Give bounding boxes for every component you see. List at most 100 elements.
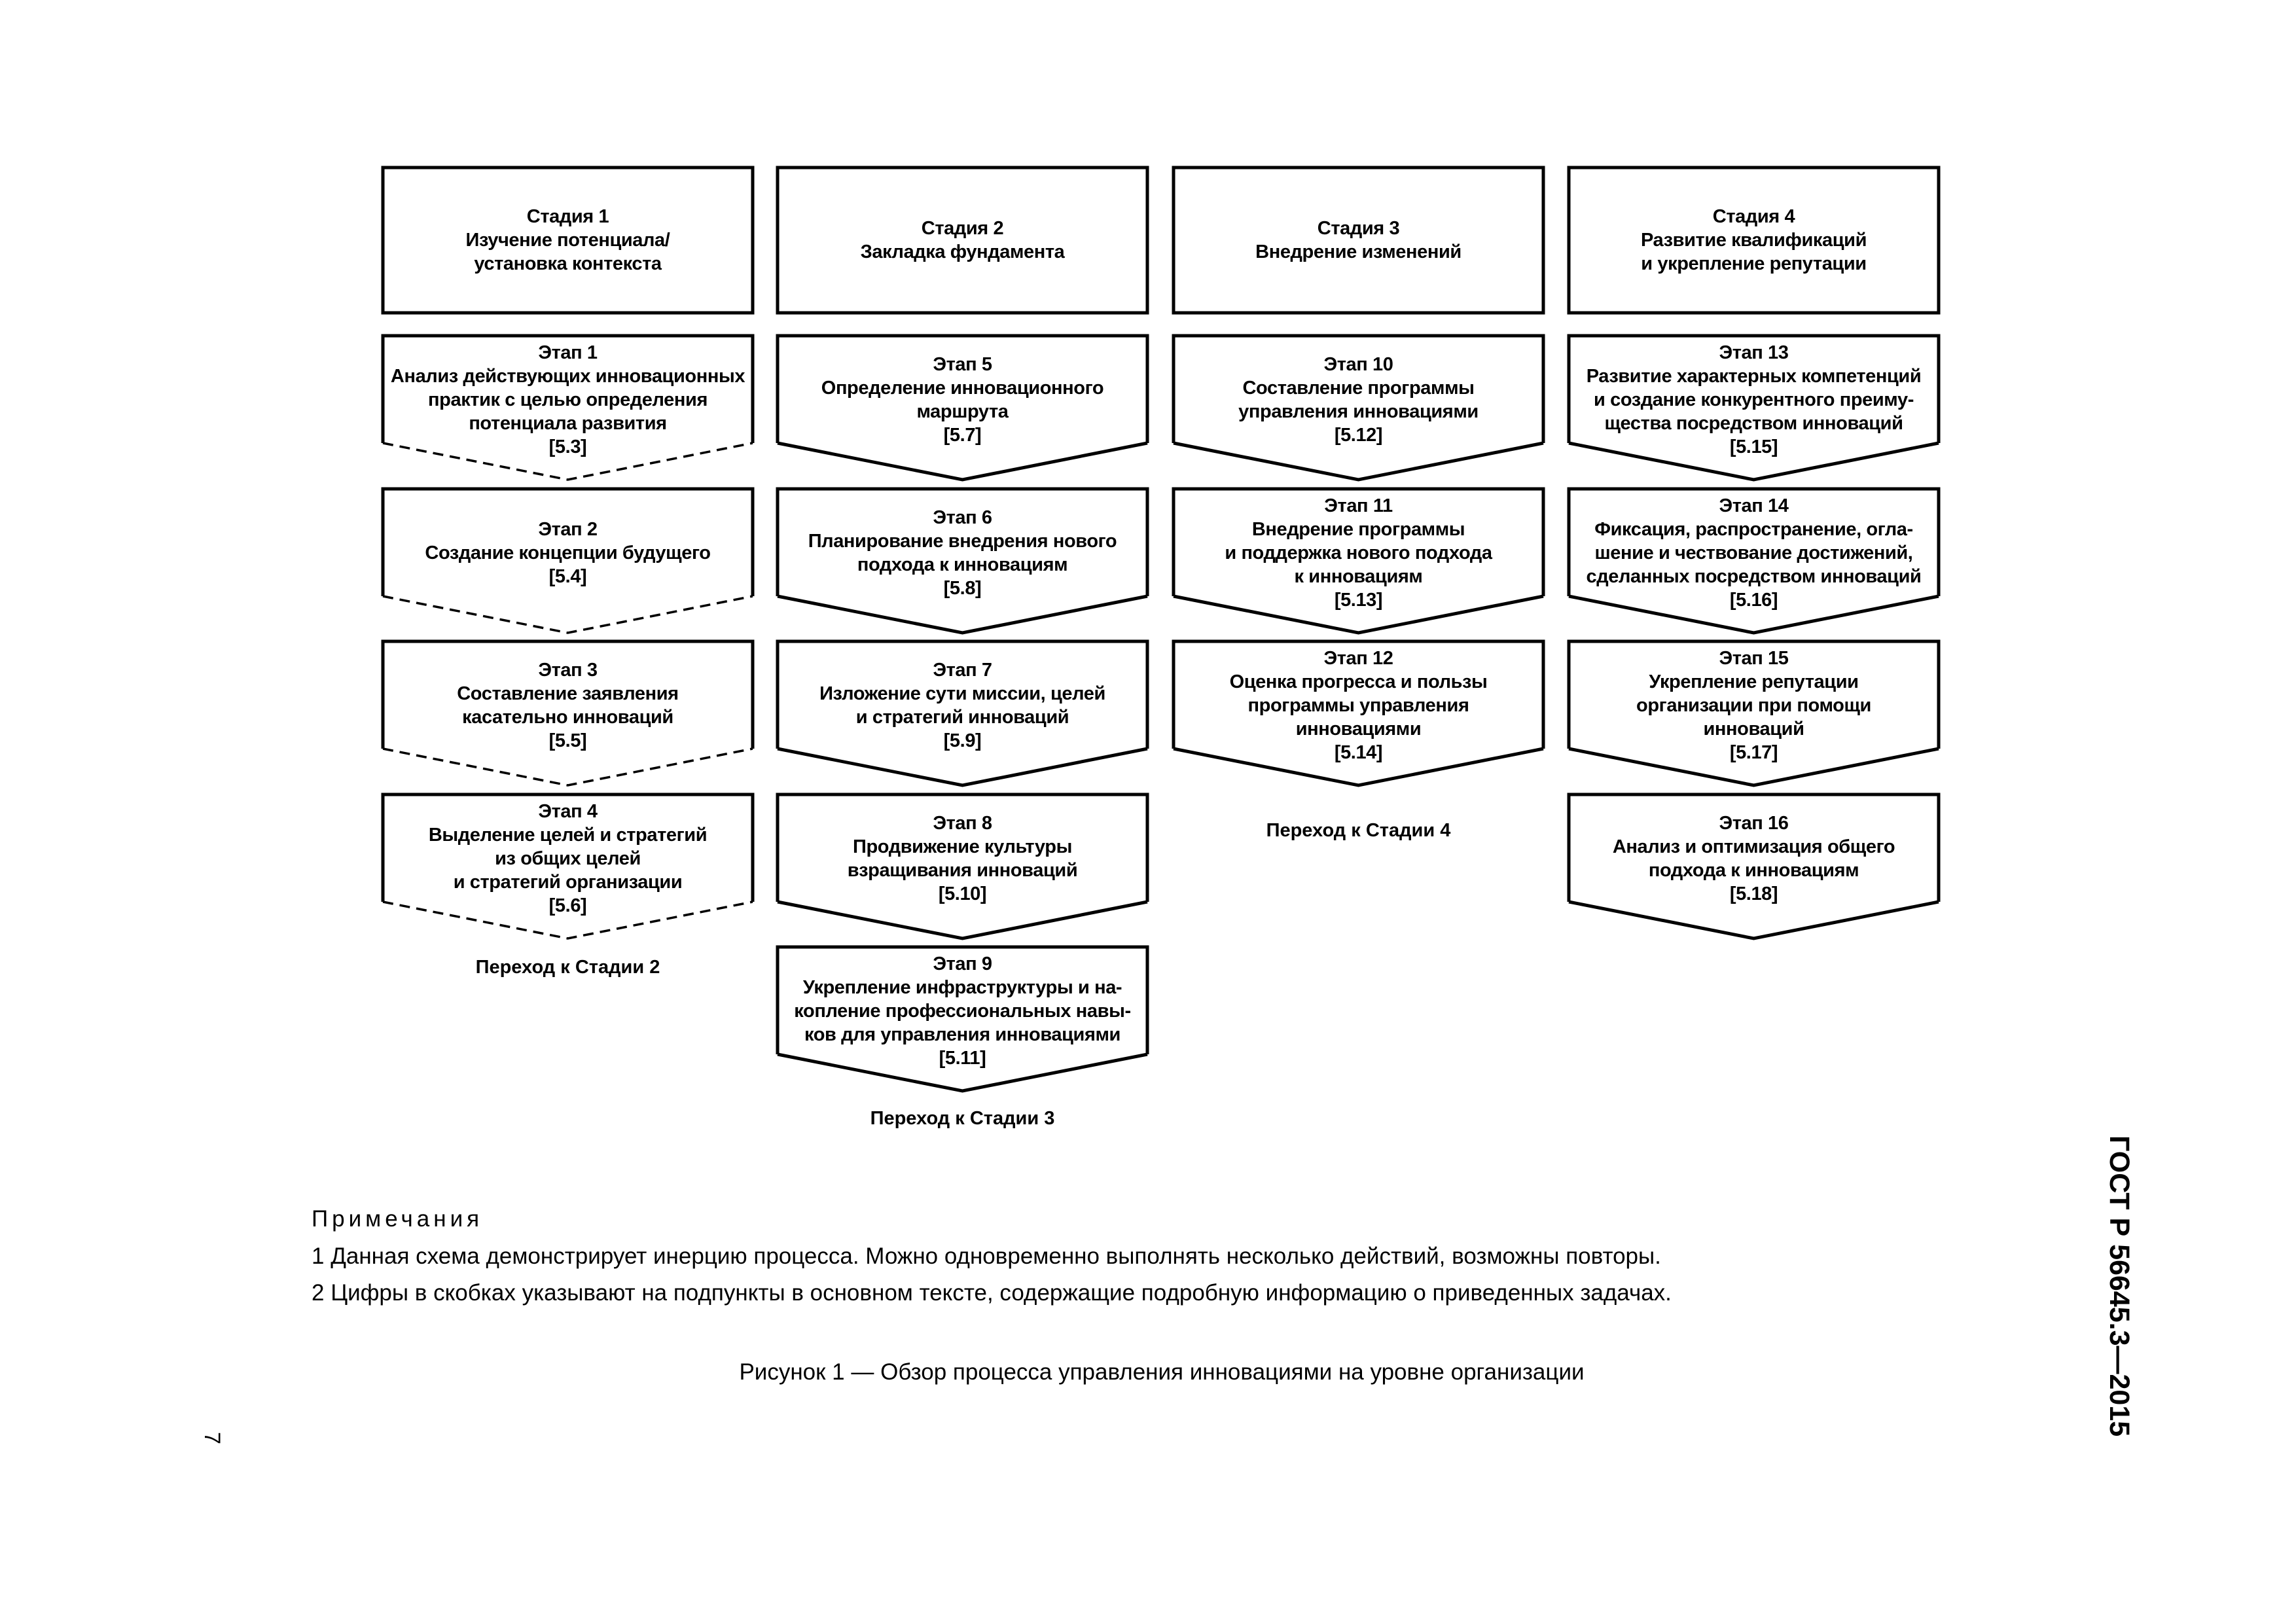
step-3-2-line: Внедрение программы — [1251, 519, 1465, 540]
step-box-arrow-point — [777, 900, 1148, 940]
step-1-1-line: потенциала развития — [469, 413, 667, 434]
step-4-2-line: [5.16] — [1729, 590, 1778, 611]
stage-2-box — [776, 166, 1149, 315]
step-box-arrow-point — [1173, 441, 1544, 482]
step-4-3-line: [5.17] — [1729, 742, 1778, 763]
step-box-arrow-point — [1173, 747, 1544, 787]
step-3-2-line: Этап 11 — [1324, 495, 1393, 516]
step-2-4-line: [5.10] — [938, 883, 987, 904]
step-2-2-line: подхода к инновациям — [857, 554, 1068, 575]
step-box-arrow-point — [382, 901, 753, 940]
step-4-1-line: [5.15] — [1729, 437, 1778, 457]
step-box-outline — [381, 639, 755, 749]
step-4-1-line: Этап 13 — [1719, 342, 1789, 363]
step-2-1-line: маршрута — [916, 401, 1009, 422]
step-box-arrow-point — [777, 1052, 1148, 1093]
step-4-1-line: щества посредством инноваций — [1604, 413, 1903, 434]
step-4-4-line: [5.18] — [1729, 883, 1778, 904]
step-4-3-line: Укрепление репутации — [1649, 671, 1859, 692]
stage-1-title-line: Изучение потенциала/ — [465, 230, 670, 251]
stage-4-title-line: и укрепление репутации — [1641, 253, 1867, 274]
stage-4-title-line: Развитие квалификаций — [1641, 230, 1867, 251]
step-3-1-line: Составление программы — [1242, 378, 1475, 399]
step-box-arrow-point — [777, 594, 1148, 635]
step-1-4-line: Этап 4 — [538, 801, 598, 822]
stage-4-title-line: Стадия 4 — [1712, 206, 1795, 227]
step-3-1-line: [5.12] — [1334, 425, 1383, 446]
step-box-arrow-point — [1568, 900, 1939, 940]
step-4-3-line: организации при помощи — [1636, 695, 1871, 716]
step-box-outline — [1172, 334, 1545, 443]
step-2-5-line: Укрепление инфраструктуры и на- — [802, 977, 1122, 998]
step-4-1-line: и создание конкурентного преиму- — [1594, 389, 1914, 410]
step-1-1-line: Анализ действующих инновационных — [390, 366, 745, 387]
step-box-arrow-point — [382, 747, 753, 787]
step-1-2-line: [5.4] — [548, 566, 587, 587]
step-1-3-line: Этап 3 — [538, 660, 598, 681]
step-box-arrow-point — [1568, 747, 1939, 787]
step-4-2-line: Фиксация, распространение, огла- — [1594, 519, 1913, 540]
stage-2-transition: Переход к Стадии 3 — [870, 1108, 1055, 1129]
step-box-arrow-point — [1568, 441, 1939, 482]
step-2-1-line: Этап 5 — [933, 354, 992, 375]
step-3-2-line: и поддержка нового подхода — [1225, 543, 1492, 563]
stage-1-title-line: установка контекста — [474, 253, 662, 274]
stage-1-box — [381, 166, 755, 315]
step-2-2-line: Этап 6 — [933, 507, 992, 528]
step-2-3-line: и стратегий инноваций — [855, 707, 1069, 728]
step-3-1-line: управления инновациями — [1238, 401, 1479, 422]
step-1-1-line: практик с целью определения — [428, 389, 708, 410]
step-4-2-line: Этап 14 — [1719, 495, 1789, 516]
step-1-3-line: касательно инноваций — [462, 707, 673, 728]
step-3-2-line: к инновациям — [1294, 566, 1423, 587]
step-box-outline — [776, 334, 1149, 443]
step-2-1-line: [5.7] — [943, 425, 982, 446]
step-1-4-line: из общих целей — [495, 848, 641, 869]
step-4-4-line: Анализ и оптимизация общего — [1612, 836, 1895, 857]
step-4-3-line: инноваций — [1703, 719, 1804, 740]
step-box-outline — [1567, 334, 1941, 443]
step-2-4-line: Продвижение культуры — [853, 836, 1072, 857]
step-box-outline — [776, 793, 1149, 902]
step-1-4-line: Выделение целей и стратегий — [428, 825, 708, 846]
stage-3-title-line: Стадия 3 — [1317, 218, 1400, 239]
stage-3-transition: Переход к Стадии 4 — [1266, 820, 1451, 841]
step-2-3-line: Изложение сути миссии, целей — [819, 683, 1105, 704]
step-4-2-line: сделанных посредством инноваций — [1586, 566, 1922, 587]
stage-1-title-line: Стадия 1 — [526, 206, 609, 227]
step-3-2-line: [5.13] — [1334, 590, 1383, 611]
step-1-3-line: [5.5] — [548, 730, 587, 751]
notes-title: Примечания — [312, 1206, 484, 1232]
step-1-4-line: и стратегий организации — [453, 872, 683, 893]
step-box-arrow-point — [382, 442, 753, 481]
step-4-2-line: шение и чествование достижений, — [1594, 543, 1913, 563]
stage-1-title: Стадия 1 Изучение потенциала/установка ко… — [383, 168, 753, 313]
stage-2-title-line: Стадия 2 — [921, 218, 1004, 239]
step-box-outline — [381, 793, 755, 902]
step-1-4-line: [5.6] — [548, 895, 587, 916]
step-2-3-line: [5.9] — [943, 730, 982, 751]
step-2-5-line: Этап 9 — [933, 954, 992, 974]
step-2-3-line: Этап 7 — [933, 660, 992, 681]
step-3-1-line: Этап 10 — [1323, 354, 1393, 375]
step-3-3-line: Оценка прогресса и пользы — [1229, 671, 1488, 692]
step-box-outline — [1172, 487, 1545, 596]
step-4-1-line: Развитие характерных компетенций — [1586, 366, 1922, 387]
step-box-outline — [1172, 639, 1545, 749]
figure-caption: Рисунок 1 — Обзор процесса управления ин… — [739, 1359, 1585, 1385]
step-box-outline — [381, 334, 755, 443]
page-number: 7 — [199, 1432, 224, 1444]
